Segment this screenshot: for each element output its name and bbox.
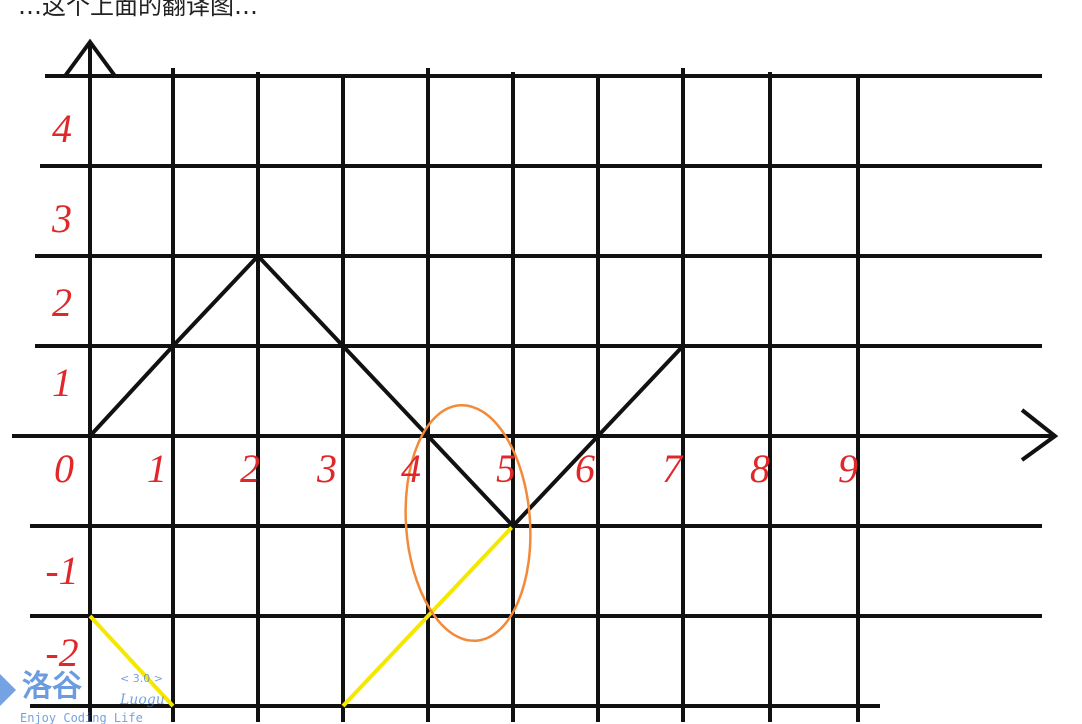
x-tick-label: 2 [240, 446, 260, 491]
x-tick-label: 0 [54, 446, 74, 491]
cropped-caption: …这个上面的翻译图… [18, 0, 258, 20]
y-tick-labels: 4 3 2 1 -1 -2 [45, 106, 78, 675]
grid-lines [30, 68, 1042, 722]
y-tick-label: 3 [51, 196, 72, 241]
y-axis-arrow [63, 38, 117, 78]
watermark-brand: 洛谷 [22, 669, 82, 704]
x-tick-label: 8 [750, 446, 770, 491]
x-tick-label: 5 [496, 446, 516, 491]
watermark-latin: Luogu [119, 692, 165, 708]
yellow-segment [88, 614, 175, 708]
x-tick-label: 6 [575, 446, 595, 491]
watermark-version: < 3.0 > [120, 672, 163, 685]
luogu-watermark: 洛谷 < 3.0 > Luogu Enjoy Coding Life [0, 669, 165, 724]
x-tick-labels: 0 1 2 3 4 5 6 7 8 9 [54, 446, 858, 491]
y-tick-label: 1 [52, 360, 72, 405]
watermark-tagline: Enjoy Coding Life [20, 711, 143, 724]
x-tick-label: 1 [147, 446, 167, 491]
x-tick-label: 3 [316, 446, 337, 491]
x-tick-label: 4 [401, 446, 421, 491]
y-tick-label: 4 [52, 106, 72, 151]
orange-circle-highlight [404, 403, 532, 643]
y-tick-label: -2 [45, 630, 78, 675]
yellow-path [88, 524, 515, 708]
luogu-logo-mark-icon [0, 674, 16, 706]
y-tick-label: -1 [45, 548, 78, 593]
x-axis-arrow [1020, 408, 1059, 462]
y-tick-label: 2 [52, 280, 72, 325]
yellow-segment [341, 524, 515, 708]
x-tick-label: 7 [662, 446, 684, 491]
black-zigzag-path [88, 253, 685, 529]
x-tick-label: 9 [838, 446, 858, 491]
axes [12, 38, 1059, 722]
